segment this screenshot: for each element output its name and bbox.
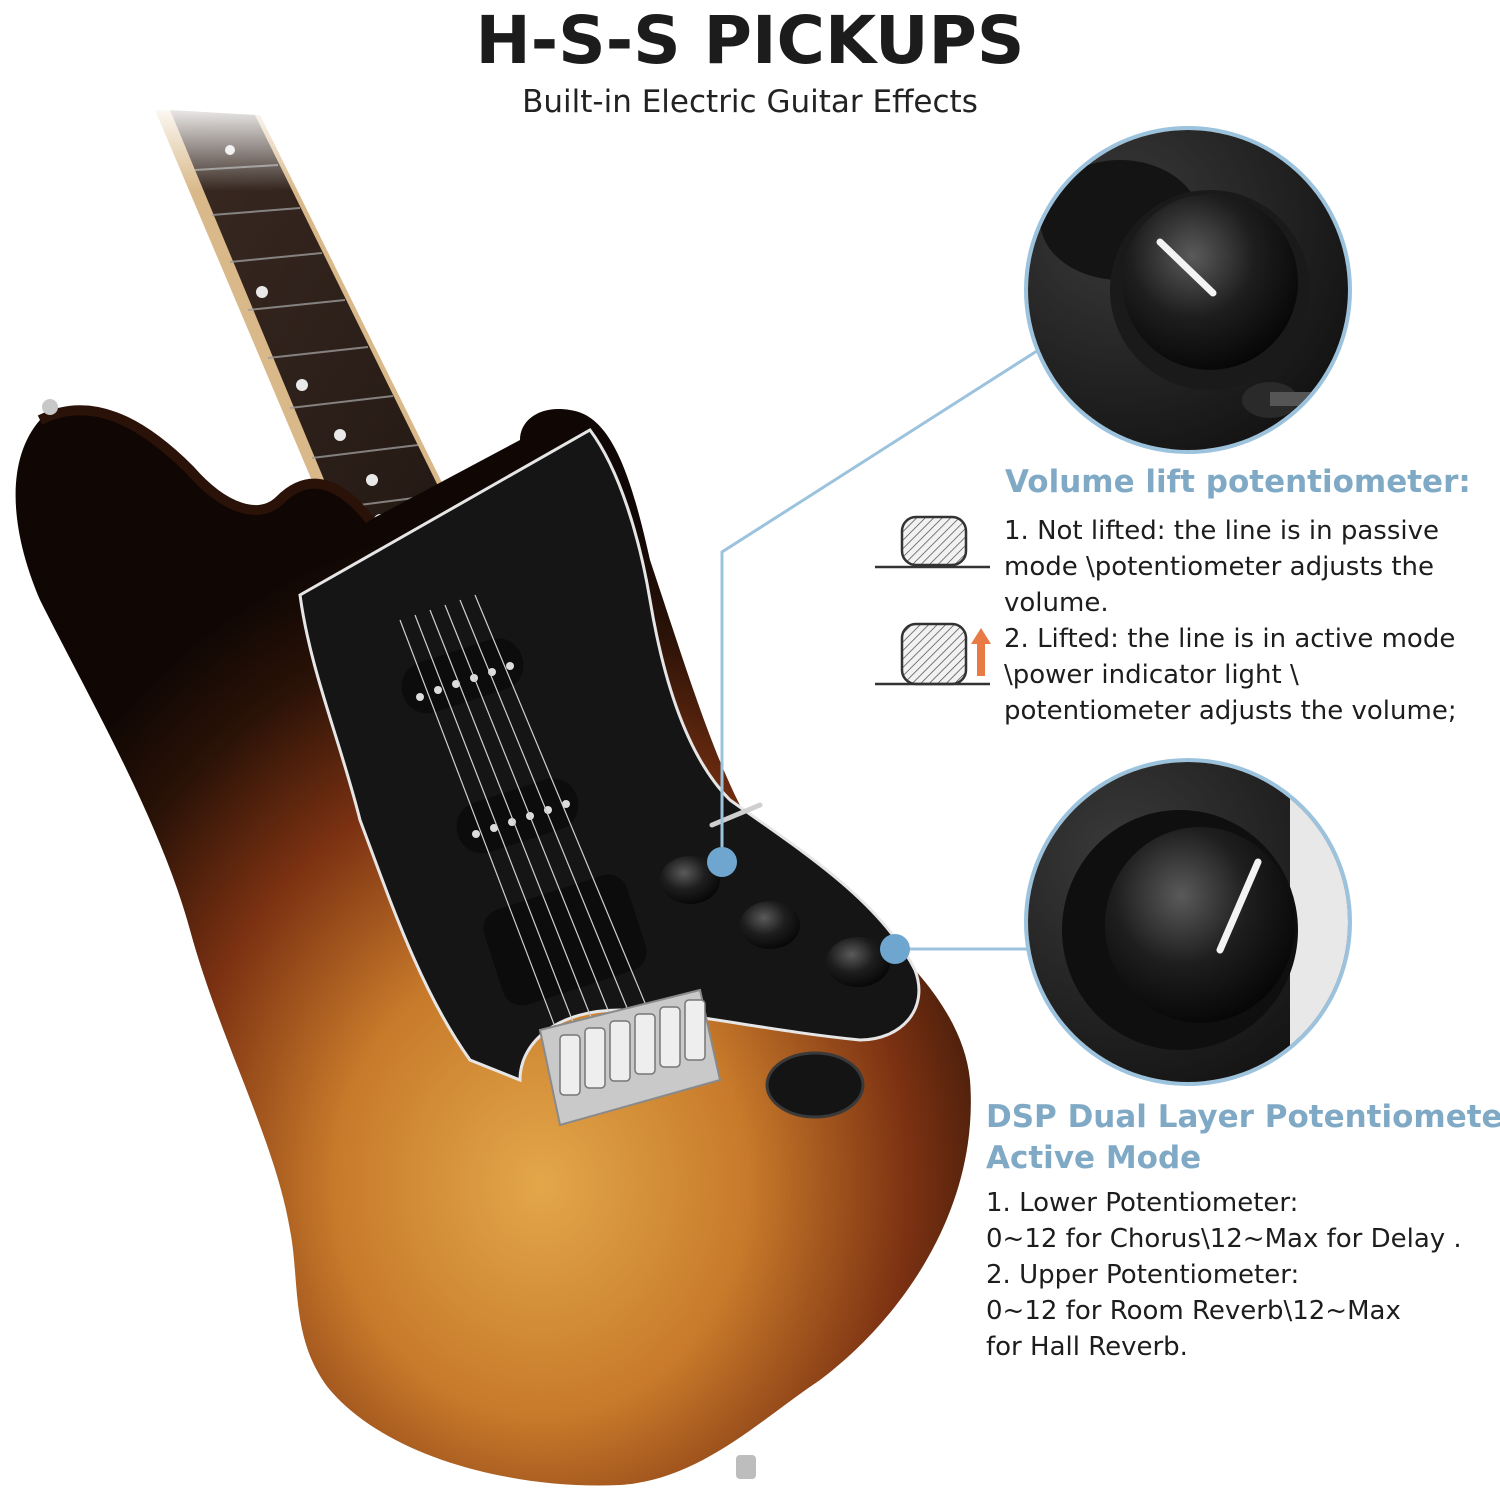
dsp-line: 0~12 for Chorus\12~Max for Delay . (986, 1224, 1462, 1254)
callout-dot-dsp (880, 934, 910, 964)
output-jack (765, 1051, 865, 1119)
dsp-heading: DSP Dual Layer Potentiometer: Active Mod… (986, 1097, 1500, 1179)
pickups (401, 638, 647, 1006)
dsp-line: 0~12 for Room Reverb\12~Max (986, 1296, 1401, 1326)
dsp-line: 1. Lower Potentiometer: (986, 1188, 1299, 1218)
volume-item2-line: potentiometer adjusts the volume; (1004, 696, 1457, 726)
dsp-description: 1. Lower Potentiometer: 0~12 for Chorus\… (986, 1185, 1486, 1365)
callout-dot-volume (707, 847, 737, 877)
page-title: H-S-S PICKUPS (475, 2, 1025, 79)
bridge (538, 988, 722, 1127)
callout-lines (720, 347, 1041, 951)
dsp-heading-line: DSP Dual Layer Potentiometer: (986, 1099, 1500, 1135)
page-subtitle: Built-in Electric Guitar Effects (522, 84, 978, 120)
guitar-body (15, 399, 971, 1486)
volume-item-not-lifted: 1. Not lifted: the line is in passive mo… (1004, 513, 1484, 621)
dsp-heading-line: Active Mode (986, 1140, 1202, 1176)
dsp-line: for Hall Reverb. (986, 1332, 1188, 1362)
volume-item2-line: \power indicator light \ (1004, 660, 1299, 690)
volume-item1-line: volume. (1004, 588, 1109, 618)
zoom-dsp-knob (1024, 758, 1352, 1086)
volume-item2-line: 2. Lifted: the line is in active mode (1004, 624, 1456, 654)
zoom-volume-knob (1024, 126, 1352, 454)
volume-item-lifted: 2. Lifted: the line is in active mode \p… (1004, 621, 1484, 729)
volume-item1-line: mode \potentiometer adjusts the (1004, 552, 1434, 582)
knob-not-lifted-icon (875, 515, 990, 569)
arrow-up-icon (971, 628, 991, 676)
dsp-line: 2. Upper Potentiometer: (986, 1260, 1300, 1290)
volume-lift-heading: Volume lift potentiometer: (1005, 464, 1471, 500)
volume-item1-line: 1. Not lifted: the line is in passive (1004, 516, 1440, 546)
body-knobs (660, 802, 890, 987)
knob-lifted-icon (875, 622, 990, 686)
